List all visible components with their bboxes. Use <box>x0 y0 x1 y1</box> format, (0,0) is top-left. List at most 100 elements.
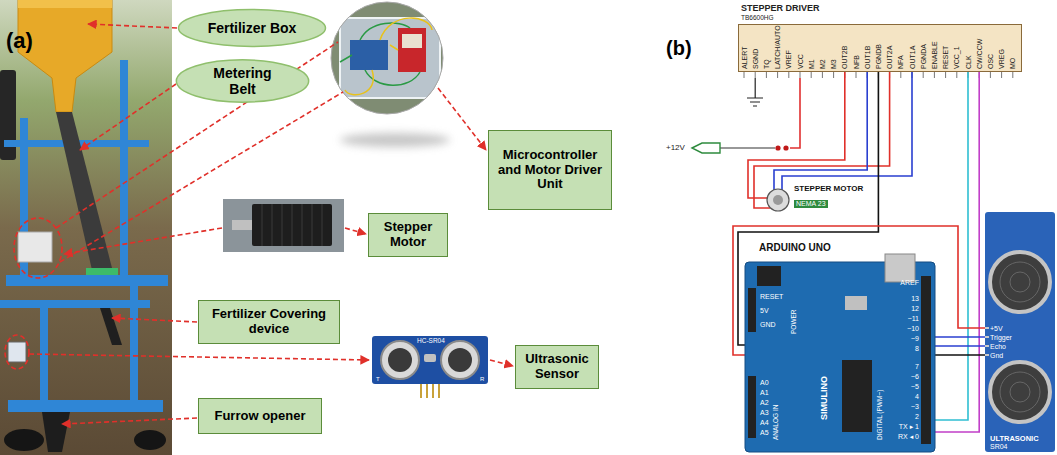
pin-name: OUT2A <box>885 46 894 69</box>
motor-photo <box>232 220 252 230</box>
wire <box>935 354 985 356</box>
pin-name: 5V <box>760 306 769 315</box>
callout-ellipse: Metering Belt <box>175 58 310 104</box>
pin-name: 2 <box>889 412 919 421</box>
machine-photo <box>4 429 44 451</box>
callout-box: Stepper Motor <box>368 213 448 257</box>
pin-name: 7 <box>889 362 919 371</box>
sensor-photo <box>448 348 472 372</box>
pin-name: CLK <box>964 55 973 69</box>
sensor-module: ULTRASONICSR04 <box>985 212 1055 452</box>
leader-line <box>60 92 343 262</box>
motor-photo <box>222 198 345 253</box>
pin-name: M2 <box>818 59 827 69</box>
pin-name: NFA <box>896 55 905 69</box>
machine-photo <box>0 300 150 308</box>
node-subtitle: TB6600HG <box>741 14 774 22</box>
callout-box: Microcontroller and Motor Driver Unit <box>488 130 612 210</box>
node-title: Ultrasonic Sensor <box>521 352 593 382</box>
node-title: Microcontroller and Motor Driver Unit <box>494 148 606 193</box>
header-label: ANALOG IN <box>772 405 780 440</box>
pin-name: Trigger <box>990 333 1012 342</box>
pin-name: MO <box>1008 58 1017 69</box>
node-title: Fertilizer Box <box>208 20 297 36</box>
shape-outline <box>757 266 781 286</box>
callout-box: Fertilizer Covering device <box>198 300 340 344</box>
schematic-wiring <box>747 78 763 106</box>
leader-line <box>62 418 197 424</box>
shape-outline <box>1000 372 1040 412</box>
panel-letter: (a) <box>6 28 33 54</box>
callout-box: Ultrasonic Sensor <box>515 345 599 389</box>
pin-name: RX ◂ 0 <box>889 432 919 441</box>
machine-photo <box>18 0 112 8</box>
pin-name: RESET <box>760 292 783 301</box>
wire <box>935 72 968 420</box>
pin-name: GND <box>760 320 776 329</box>
pin-name: TQ <box>762 59 771 69</box>
pin-name: Echo <box>990 342 1006 351</box>
shape-outline <box>985 212 1055 452</box>
inset-photo <box>350 40 388 70</box>
wire <box>935 336 985 338</box>
shape-outline <box>985 212 1055 452</box>
pin-name: ~6 <box>889 372 919 381</box>
pin-name: OUT1B <box>863 46 872 69</box>
shape-outline <box>921 276 931 444</box>
pin-name: PGNDB <box>874 44 883 69</box>
callout-box: Furrow opener <box>198 398 322 434</box>
sensor-photo <box>381 341 419 379</box>
pin-name: VREG <box>997 49 1006 69</box>
pin-name: PGNDA <box>919 44 928 69</box>
machine-photo <box>120 60 128 275</box>
callout-ellipse <box>179 10 326 47</box>
wire <box>782 72 912 182</box>
machine-photo <box>100 308 122 345</box>
inset-photo <box>330 0 445 115</box>
inset-photo <box>331 2 443 114</box>
board-logo: SIMULINO <box>818 376 830 420</box>
part-marking: T <box>376 375 380 383</box>
schematic-wiring <box>720 147 775 148</box>
sensor-photo <box>388 348 412 372</box>
motor-photo <box>222 198 345 253</box>
leader-line <box>438 88 486 150</box>
shape-outline <box>842 360 872 432</box>
node-title: Stepper Motor <box>374 220 442 250</box>
machine-photo <box>18 232 52 262</box>
pin-name: AREF <box>889 278 919 287</box>
pin-name: A5 <box>760 428 769 437</box>
pin-name: RESET <box>941 46 950 69</box>
inset-photo <box>398 28 426 72</box>
shape-outline <box>1010 272 1030 292</box>
schematic-wiring <box>790 78 800 148</box>
shape-outline <box>1010 382 1030 402</box>
node-title: Furrow opener <box>214 409 305 424</box>
shape-outline <box>885 254 915 282</box>
wire <box>748 72 845 198</box>
pin-name: A1 <box>760 388 769 397</box>
inset-photo <box>340 18 440 98</box>
schematic-wiring <box>692 143 720 153</box>
machine-photo <box>56 112 112 270</box>
leader-line <box>5 24 513 424</box>
pin-name: Gnd <box>990 351 1003 360</box>
node-title: Metering Belt <box>201 65 285 97</box>
panel-letter: (b) <box>666 36 692 60</box>
pin-name: OUT2B <box>840 46 849 69</box>
inset-photo <box>340 133 450 147</box>
motor-photo <box>262 204 322 246</box>
shape-outline <box>990 252 1050 312</box>
shape-outline <box>748 288 756 332</box>
pin-name: +5V <box>990 324 1003 333</box>
leader-line <box>29 354 369 360</box>
node-subtitle: SR04 <box>990 443 1008 451</box>
motor-photo <box>222 198 345 253</box>
leader-line <box>112 318 197 322</box>
pin-name: ~11 <box>889 314 919 323</box>
inset-photo <box>330 0 445 115</box>
part-marking: HC-SR04 <box>417 337 445 345</box>
shape-outline <box>985 328 989 355</box>
motor-symbol: STEPPER MOTORNEMA 23 <box>762 182 860 222</box>
